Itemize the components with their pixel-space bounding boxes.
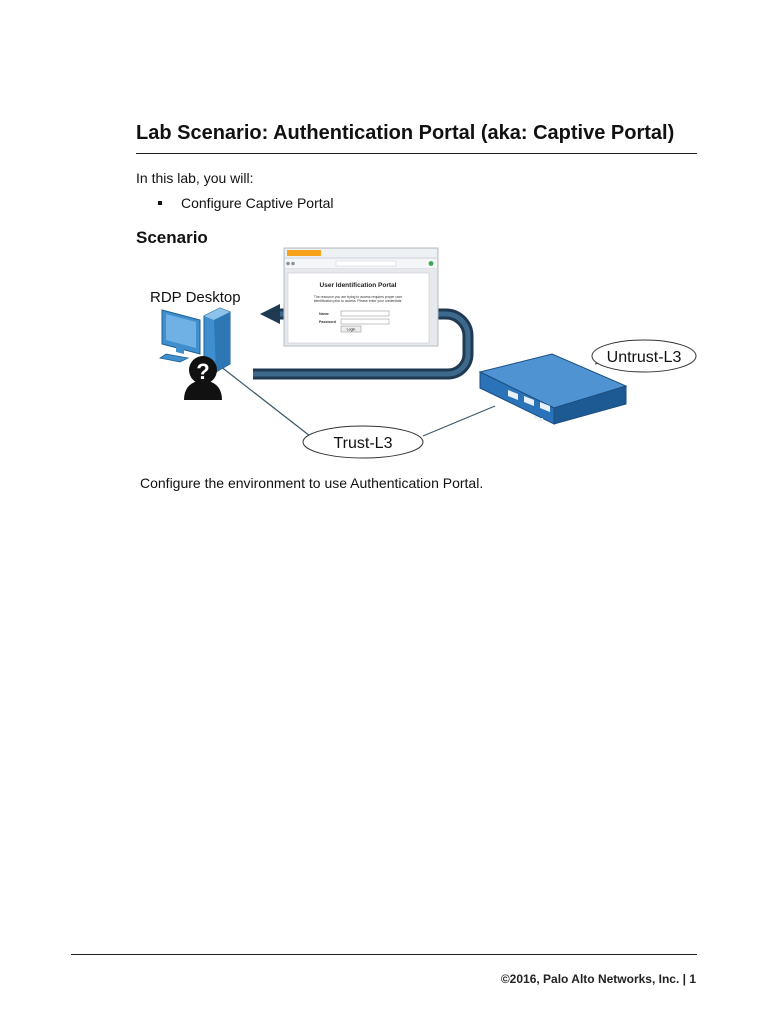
- desktop-computer-icon: [158, 307, 231, 373]
- page-title: Lab Scenario: Authentication Portal (aka…: [136, 122, 675, 144]
- bullet-list: Configure Captive Portal: [158, 195, 334, 211]
- rdp-desktop-label: RDP Desktop: [150, 289, 241, 306]
- network-diagram: User Identification Portal The resource …: [150, 247, 697, 459]
- list-item: Configure Captive Portal: [158, 195, 334, 211]
- portal-message-line2: identification prior to access. Please e…: [314, 299, 403, 303]
- portal-password-input[interactable]: [340, 318, 390, 325]
- trust-link-right: [422, 405, 496, 437]
- arrow-head-icon: [260, 304, 280, 324]
- bullet-icon: [158, 201, 162, 205]
- portal-login-label: Login: [347, 328, 356, 332]
- footer-divider: [71, 954, 697, 955]
- svg-text:?: ?: [196, 359, 209, 384]
- portal-login-button[interactable]: [340, 325, 362, 333]
- portal-name-label: Name: [319, 312, 329, 316]
- portal-heading: User Identification Portal: [320, 282, 397, 289]
- portal-browser-window: User Identification Portal The resource …: [283, 247, 439, 347]
- trust-zone-label: Trust-L3: [334, 435, 393, 452]
- trust-zone-ellipse: [302, 425, 424, 459]
- list-item-label: Configure Captive Portal: [181, 195, 334, 211]
- title-divider: [136, 153, 697, 154]
- diagram-caption: Configure the environment to use Authent…: [140, 475, 484, 491]
- portal-message-line1: The resource you are trying to access re…: [314, 295, 403, 299]
- unknown-user-icon: ?: [184, 356, 222, 400]
- portal-password-label: Password: [319, 320, 336, 324]
- portal-name-input[interactable]: [340, 310, 390, 317]
- redirect-arrow: [253, 311, 471, 377]
- untrust-zone-ellipse: [591, 339, 697, 373]
- page-footer: ©2016, Palo Alto Networks, Inc. | 1: [500, 972, 696, 986]
- trust-link-left: [219, 365, 311, 437]
- scenario-heading: Scenario: [136, 228, 208, 247]
- firewall-appliance-icon: [478, 353, 628, 425]
- intro-text: In this lab, you will:: [136, 170, 254, 186]
- untrust-zone-label: Untrust-L3: [607, 349, 682, 366]
